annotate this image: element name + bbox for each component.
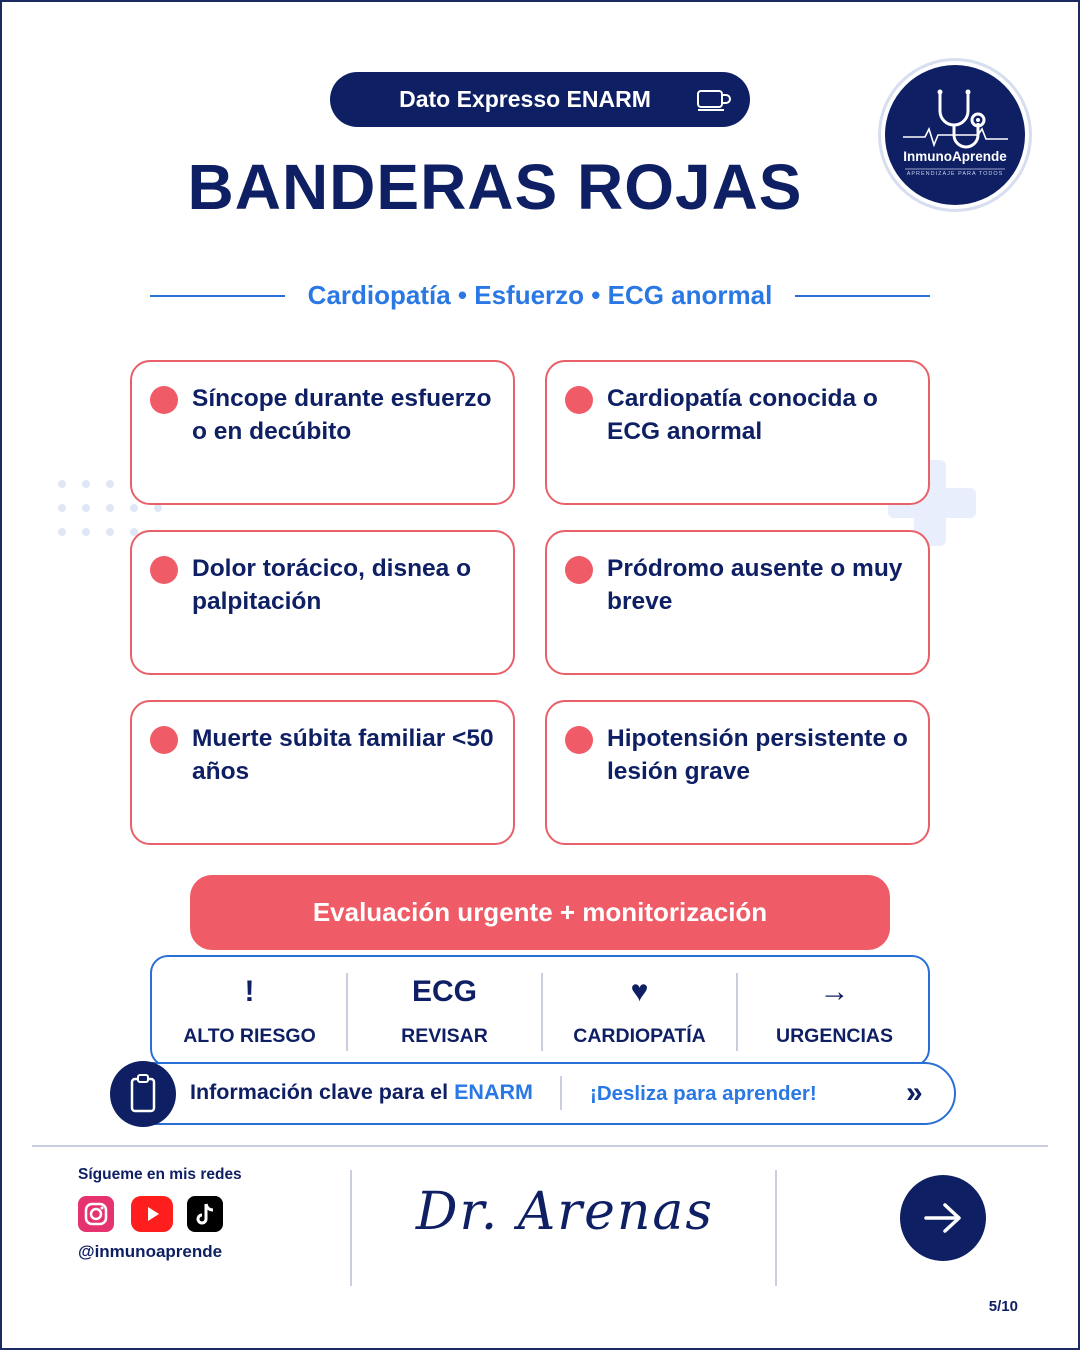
social-handle[interactable]: @inmunoaprende — [78, 1242, 223, 1261]
instagram-icon[interactable] — [78, 1196, 114, 1232]
red-flag-card: Pródromo ausente o muy breve — [545, 530, 930, 675]
card-text: Cardiopatía conocida o ECG anormal — [607, 385, 878, 445]
card-text: Muerte súbita familiar <50 años — [192, 725, 494, 785]
summary-label: CARDIOPATÍA — [573, 1025, 706, 1047]
tiktok-icon[interactable] — [187, 1196, 223, 1232]
red-flag-card: Dolor torácico, disnea o palpitación — [130, 530, 515, 675]
card-text: Síncope durante esfuerzo o en decúbito — [192, 385, 492, 445]
coffee-cup-icon — [697, 90, 731, 111]
youtube-icon[interactable] — [131, 1196, 173, 1232]
footer-divider-left — [350, 1170, 352, 1286]
brand-logo: InmunoAprende APRENDIZAJE PARA TODOS — [885, 65, 1025, 205]
footer-divider-right — [775, 1170, 777, 1286]
arrow-right-icon — [924, 1203, 961, 1233]
red-flag-card: Cardiopatía conocida o ECG anormal — [545, 360, 930, 505]
bullet-dot — [150, 386, 178, 414]
red-flag-card: Muerte súbita familiar <50 años — [130, 700, 515, 845]
ecg-icon: ECG — [411, 975, 477, 1008]
bullet-dot — [565, 556, 593, 584]
divider — [736, 973, 738, 1051]
red-flag-card: Hipotensión persistente o lesión grave — [545, 700, 930, 845]
tiktok-glyph — [196, 1203, 214, 1225]
youtube-glyph — [148, 1207, 159, 1221]
card-text: Dolor torácico, disnea o palpitación — [192, 555, 472, 615]
double-chevron-icon[interactable]: » — [906, 1076, 923, 1109]
info-text: Información clave para el ENARM — [190, 1080, 533, 1105]
stethoscope-icon — [903, 89, 1008, 170]
logo-tagline: APRENDIZAJE PARA TODOS — [906, 171, 1004, 177]
divider — [541, 973, 543, 1051]
bullet-dot — [150, 556, 178, 584]
pill-label: Dato Expresso ENARM — [399, 86, 651, 112]
logo-name: InmunoAprende — [903, 149, 1007, 164]
summary-item-ecg: ECG REVISAR — [347, 957, 542, 1067]
instagram-glyph — [84, 1202, 108, 1226]
exclamation-icon: ! — [244, 975, 255, 1008]
subtitle: Cardiopatía • Esfuerzo • ECG anormal — [307, 280, 773, 310]
red-flag-card: Síncope durante esfuerzo o en decúbito — [130, 360, 515, 505]
subtitle-line-left — [150, 295, 285, 297]
page-title: BANDERAS ROJAS — [187, 151, 803, 223]
card-text: Pródromo ausente o muy breve — [607, 555, 903, 615]
summary-item-cardiopathy: ♥ CARDIOPATÍA — [542, 957, 737, 1067]
bullet-dot — [150, 726, 178, 754]
heart-icon: ♥ — [630, 975, 649, 1008]
summary-item-high-risk: ! ALTO RIESGO — [152, 957, 347, 1067]
info-text-accent: ENARM — [454, 1080, 533, 1104]
page-number: 5/10 — [988, 1298, 1018, 1315]
summary-item-emergency: → URGENCIAS — [737, 957, 932, 1067]
swipe-hint: ¡Desliza para aprender! — [590, 1082, 817, 1105]
bullet-dot — [565, 726, 593, 754]
urgent-action-banner: Evaluación urgente + monitorización — [190, 875, 890, 950]
divider — [346, 973, 348, 1051]
signature: Dr. Arenas — [415, 1182, 715, 1242]
follow-label: Sígueme en mis redes — [78, 1166, 242, 1183]
footer-divider — [32, 1145, 1048, 1147]
next-slide-button[interactable] — [900, 1175, 986, 1261]
subtitle-line-right — [795, 295, 930, 297]
summary-label: URGENCIAS — [775, 1025, 893, 1047]
bullet-dot — [565, 386, 593, 414]
summary-label: ALTO RIESGO — [183, 1025, 316, 1047]
clipboard-icon — [130, 1074, 156, 1113]
summary-icon-row: ! ALTO RIESGO ECG REVISAR ♥ CARDIOPATÍA … — [150, 955, 930, 1067]
summary-label: REVISAR — [401, 1025, 488, 1047]
info-text-main: Información clave para el — [190, 1080, 455, 1104]
arrow-right-icon: → — [819, 975, 850, 1008]
info-icon-badge — [110, 1061, 176, 1127]
divider — [560, 1076, 562, 1110]
card-text: Hipotensión persistente o lesión grave — [607, 725, 908, 785]
header-pill: Dato Expresso ENARM — [330, 72, 750, 127]
